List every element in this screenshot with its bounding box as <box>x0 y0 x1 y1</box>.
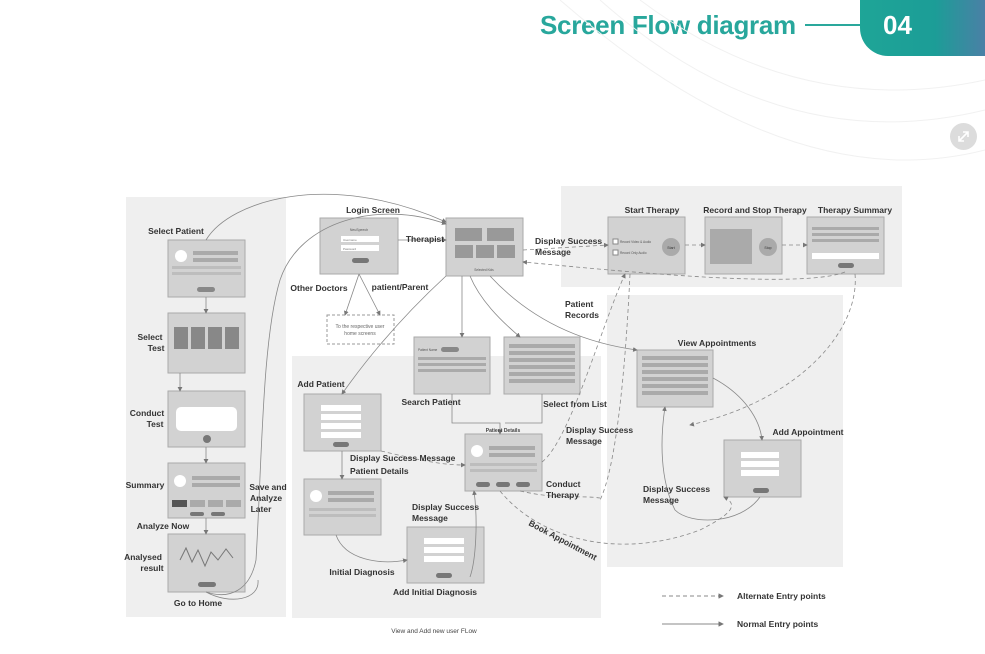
label-patient-parent: patient/Parent <box>372 282 429 292</box>
start-button-label: Start <box>667 246 674 250</box>
label-therapist: Therapist <box>406 234 444 244</box>
label-conduct-therapy-1: Conduct <box>546 479 581 489</box>
label-display-success-top-2: Message <box>535 247 571 257</box>
legend-alternate: Alternate Entry points <box>737 591 826 601</box>
label-therapy-summary: Therapy Summary <box>818 205 892 215</box>
label-analyze-now: Analyze Now <box>137 521 190 531</box>
label-patient-records-1: Patient <box>565 299 594 309</box>
title-underline <box>805 24 865 26</box>
therapist-home-screen: Selected Kids <box>445 217 524 277</box>
label-search-patient: Search Patient <box>401 397 460 407</box>
therapy-summary-screen <box>806 216 885 275</box>
select-patient-screen <box>167 239 246 298</box>
alternate-flow-arrows <box>380 242 856 545</box>
login-password-placeholder: Password <box>343 247 357 251</box>
label-conduct-test-1: Conduct <box>130 408 165 418</box>
record-video-audio-option: Record Video & Audio <box>620 240 651 244</box>
label-display-success-top-1: Display Success <box>535 236 602 246</box>
label-start-therapy: Start Therapy <box>625 205 680 215</box>
label-select-patient: Select Patient <box>148 226 204 236</box>
analysed-result-screen <box>167 533 246 593</box>
label-select-from-list: Select from List <box>543 399 607 409</box>
selected-kids-label: Selected Kids <box>474 268 494 272</box>
search-patient-screen: Patient Name <box>413 336 491 395</box>
select-test-screen <box>167 312 246 374</box>
login-app-name: NeuSpeech <box>350 228 368 232</box>
label-go-to-home: Go to Home <box>174 598 222 608</box>
expand-icon <box>958 131 969 142</box>
respective-home-text-1: To the respective user <box>336 324 385 330</box>
section-number: 04 <box>883 10 912 40</box>
label-save-analyze-1: Save and <box>249 482 286 492</box>
page-title: Screen Flow diagram <box>540 10 796 40</box>
label-conduct-therapy-2: Therapy <box>546 490 579 500</box>
label-analysed-result-2: result <box>140 563 163 573</box>
legend-normal: Normal Entry points <box>737 619 819 629</box>
initial-diagnosis-screen <box>406 526 485 584</box>
login-username-placeholder: Username <box>343 238 357 242</box>
label-view-add-flow: View and Add new user FLow <box>391 628 477 635</box>
label-display-success-mid-2: Message <box>566 436 602 446</box>
select-from-list-screen <box>503 336 581 395</box>
expand-button[interactable] <box>950 123 977 150</box>
label-login-screen: Login Screen <box>346 205 400 215</box>
label-conduct-test-2: Test <box>147 419 164 429</box>
record-stop-screen: Stop <box>704 216 783 275</box>
label-display-success-mid-1: Display Success <box>566 425 633 435</box>
patient-details-screen <box>464 433 543 492</box>
label-initial-diagnosis: Initial Diagnosis <box>329 567 394 577</box>
appointment-panel <box>607 295 843 567</box>
label-display-success-right-2: Message <box>643 495 679 505</box>
label-add-appointment: Add Appointment <box>773 427 844 437</box>
label-display-success-right-1: Display Success <box>643 484 710 494</box>
respective-home-box: To the respective user home screens <box>326 314 395 345</box>
label-display-success-low-1: Display Success <box>412 502 479 512</box>
add-appointment-screen <box>723 439 802 498</box>
section-badge: 04 <box>860 0 985 56</box>
label-view-appointments: View Appointments <box>678 338 757 348</box>
label-display-success-low-2: Message <box>412 513 448 523</box>
stop-button-label: Stop <box>764 246 771 250</box>
login-screen: NeuSpeech Username Password <box>319 217 399 275</box>
legend: Alternate Entry points Normal Entry poin… <box>662 591 826 629</box>
background-arcs <box>559 0 985 161</box>
respective-home-text-2: home screens <box>344 331 376 337</box>
record-audio-option: Record Only Audio <box>620 251 647 255</box>
label-save-analyze-2: Analyze <box>250 493 282 503</box>
view-appointments-screen <box>636 349 714 408</box>
patient-name-field-label: Patient Name <box>418 348 438 352</box>
label-patient-records-2: Records <box>565 310 599 320</box>
new-patient-details-screen <box>303 478 382 536</box>
label-other-doctors: Other Doctors <box>290 283 347 293</box>
summary-screen <box>167 462 246 519</box>
start-therapy-screen: Record Video & Audio Record Only Audio S… <box>607 216 686 275</box>
conduct-test-screen <box>167 390 246 448</box>
label-summary: Summary <box>126 480 165 490</box>
label-display-success-message: Display Success Message <box>350 453 456 463</box>
label-record-stop-therapy: Record and Stop Therapy <box>703 205 807 215</box>
label-patient-details-small: Patient Details <box>486 428 521 434</box>
label-save-analyze-3: Later <box>251 504 272 514</box>
label-select-test-2: Test <box>148 343 165 353</box>
label-select-test-1: Select <box>137 332 162 342</box>
label-add-initial-diagnosis: Add Initial Diagnosis <box>393 587 477 597</box>
normal-flow-arrows <box>177 194 764 600</box>
add-patient-screen <box>303 393 382 452</box>
label-add-patient: Add Patient <box>297 379 344 389</box>
label-patient-details: Patient Details <box>350 466 409 476</box>
label-analysed-result-1: Analysed <box>124 552 162 562</box>
